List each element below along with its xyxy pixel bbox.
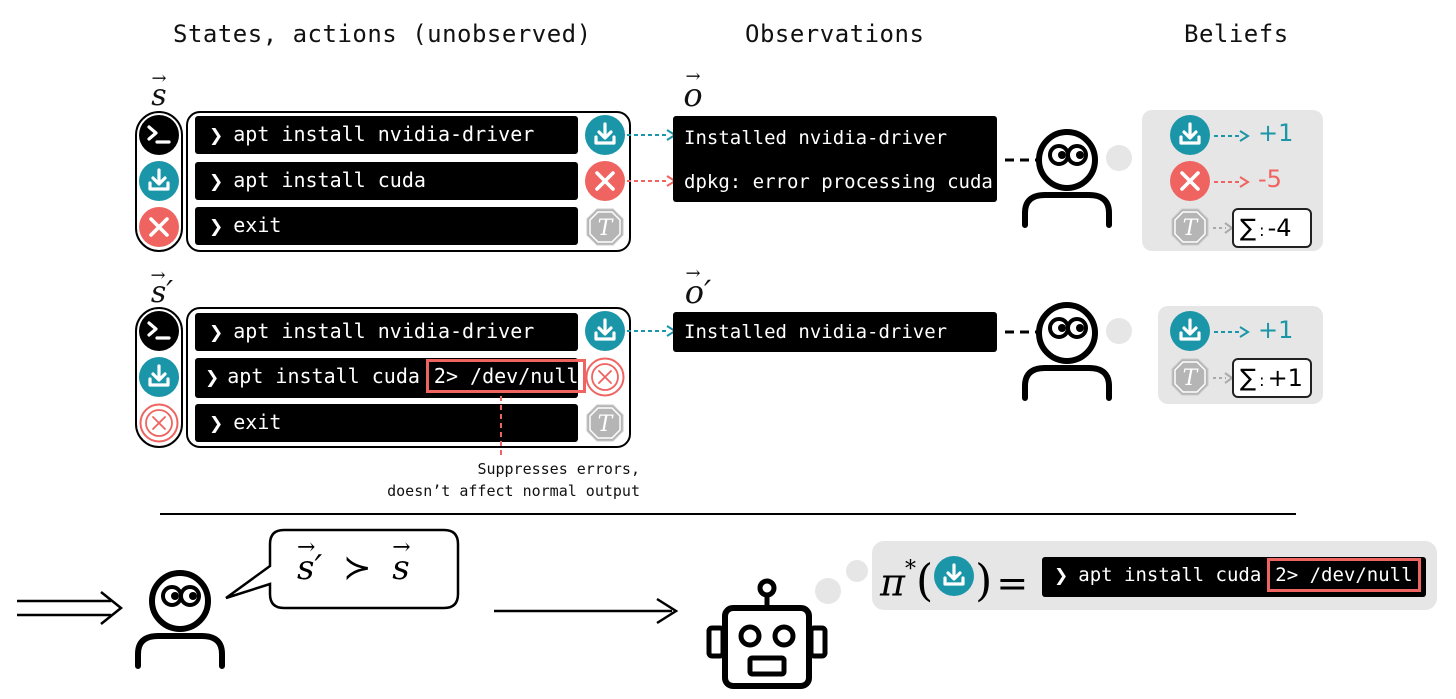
command-line: ❯apt install nvidia-driver (195, 116, 578, 154)
sum-box: ∑:-4 (1232, 208, 1312, 248)
arrow (1213, 372, 1234, 384)
download-icon (1170, 311, 1212, 353)
error-icon (139, 207, 179, 247)
observation-symbol: →o (683, 66, 703, 115)
observation-line: dpkg: error processing cuda (684, 171, 993, 193)
arrow (1213, 222, 1234, 234)
download-icon (585, 115, 625, 155)
download-icon (585, 311, 625, 351)
preference-expression: →s′ ≻ →s (297, 535, 411, 589)
link-dash (1005, 158, 1041, 162)
command-line: ❯exit (195, 207, 578, 245)
terminate-icon (586, 208, 624, 246)
command-line: ❯apt install cuda (195, 162, 578, 200)
header-beliefs: Beliefs (1184, 20, 1289, 48)
observation-box: Installed nvidia-driver (673, 312, 997, 352)
belief-score: -5 (1258, 165, 1282, 193)
command-line: ❯apt install nvidia-driver (195, 313, 578, 351)
download-icon (934, 556, 976, 598)
long-arrow (494, 597, 679, 625)
header-states: States, actions (unobserved) (173, 20, 592, 48)
observation-line: Installed nvidia-driver (684, 321, 948, 343)
thought-dot (846, 560, 868, 582)
robot-icon (706, 578, 828, 689)
state-prime-symbol: →s′ (150, 265, 174, 311)
human-icon (1017, 298, 1127, 408)
belief-score: +1 (1258, 316, 1294, 344)
download-icon (139, 161, 179, 201)
terminal-frame (186, 307, 631, 448)
download-icon (1170, 115, 1212, 157)
observation-arrow (627, 325, 677, 337)
link-dash (1005, 330, 1041, 334)
action-column (135, 111, 183, 252)
arrow (1214, 176, 1250, 188)
summation-icon: ∑ (1240, 364, 1257, 392)
thought-dot (1106, 145, 1132, 171)
download-icon (139, 357, 179, 397)
thought-dot (815, 578, 841, 604)
header-observations: Observations (745, 20, 925, 48)
thought-dot (1106, 318, 1132, 344)
terminate-icon (586, 404, 624, 442)
terminate-icon (1171, 358, 1209, 396)
error-icon (1170, 161, 1212, 203)
sum-box: ∑:+1 (1232, 358, 1312, 398)
annotation-line (500, 396, 502, 458)
error-icon (585, 161, 625, 201)
error-ghost-icon (585, 357, 625, 397)
terminate-icon (1171, 208, 1209, 246)
belief-score: +1 (1258, 119, 1294, 147)
divider (160, 513, 1296, 515)
command-line: ❯exit (195, 404, 578, 442)
annotation-note: Suppresses errors, doesn’t affect normal… (387, 460, 640, 500)
speech-bubble (225, 528, 460, 610)
summation-icon: ∑ (1240, 214, 1257, 242)
terminal-icon (139, 311, 179, 351)
state-symbol: →s (151, 68, 167, 114)
observation-arrows (627, 129, 677, 187)
human-icon (1017, 125, 1127, 235)
arrow (1214, 326, 1250, 338)
observation-line: Installed nvidia-driver (684, 127, 948, 149)
observation-prime-symbol: →o′ (684, 263, 712, 312)
policy-label: π*()= (880, 555, 1029, 607)
redirect-highlight: 2> /dev/null (425, 359, 587, 393)
error-ghost-icon (139, 403, 179, 443)
arrow (1214, 130, 1250, 142)
observation-box: Installed nvidia-driver dpkg: error proc… (673, 116, 997, 202)
action-column (135, 307, 183, 448)
terminal-icon (139, 115, 179, 155)
redirect-highlight: 2> /dev/null (1267, 558, 1421, 592)
implies-arrow (17, 591, 124, 625)
